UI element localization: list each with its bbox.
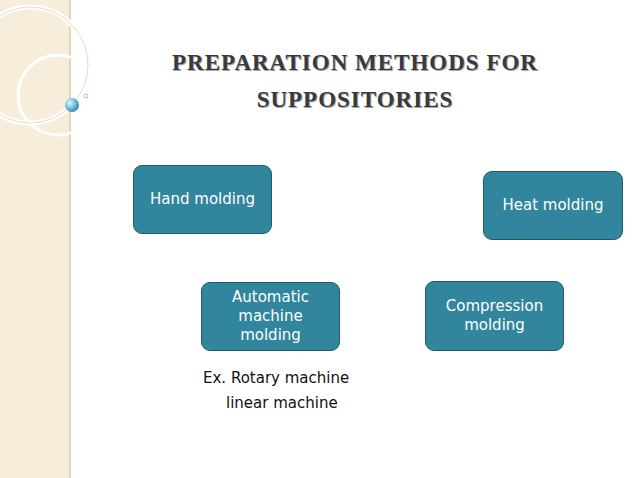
- method-box: Heat molding: [483, 171, 623, 240]
- method-box: Compression molding: [425, 281, 564, 351]
- method-box: Hand molding: [133, 165, 272, 234]
- box-text: Automatic machine molding: [210, 288, 331, 345]
- box-text: Hand molding: [150, 190, 255, 209]
- side-band: [0, 0, 70, 478]
- decor-bubble: [65, 98, 79, 112]
- method-box: Automatic machine molding: [201, 282, 340, 351]
- example-note: linear machine: [226, 394, 338, 412]
- side-band-edge: [69, 0, 71, 478]
- decor-ring: [0, 7, 88, 123]
- slide-title: PREPARATION METHODS FOR SUPPOSITORIES: [140, 44, 570, 118]
- decor-ring: [0, 7, 88, 123]
- box-text: Heat molding: [502, 196, 603, 215]
- box-text: Compression molding: [434, 297, 555, 335]
- example-note: Ex. Rotary machine: [203, 369, 349, 387]
- decor-dot: [84, 94, 88, 98]
